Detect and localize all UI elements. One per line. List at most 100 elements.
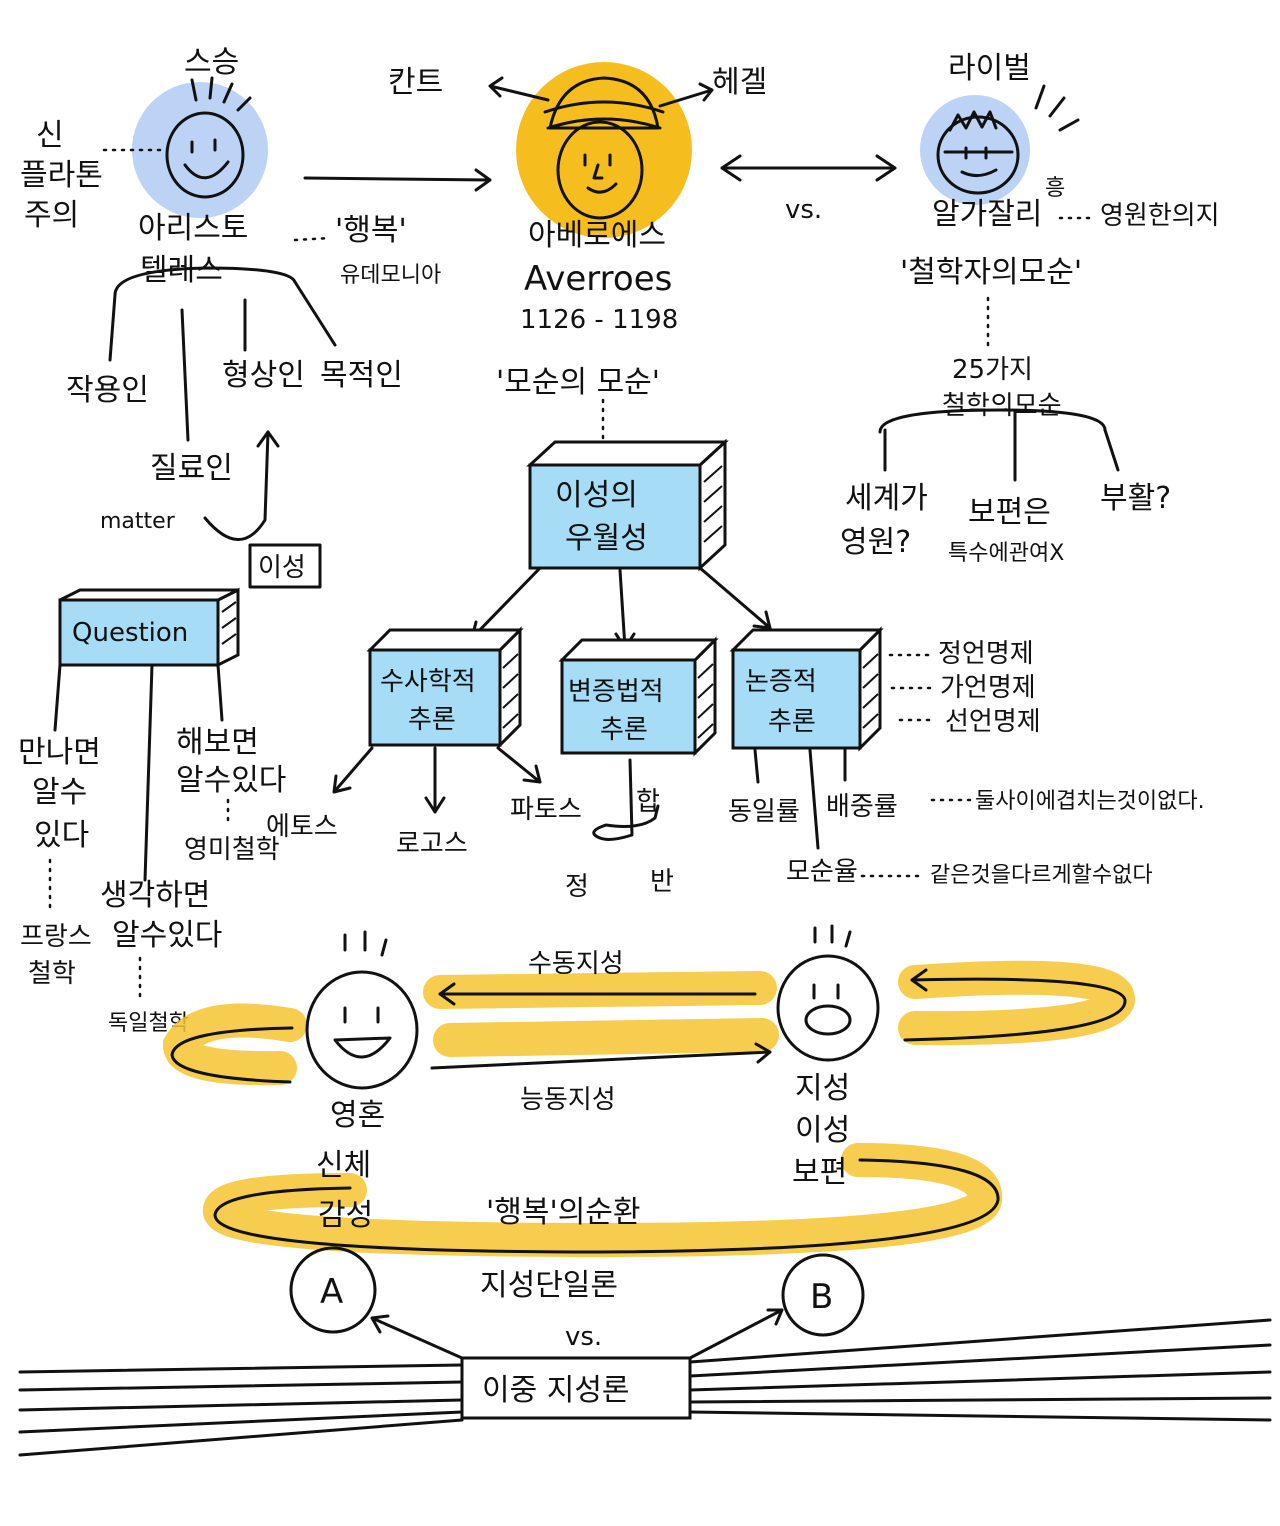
averroes-glow	[516, 62, 692, 238]
question-c-line2: 알수있다	[176, 763, 286, 798]
rival-branch-3-line1: 부활?	[1100, 481, 1171, 516]
dialectic-loop	[592, 758, 660, 841]
rhetorical-reasoning-box: 수사학적 추론	[366, 626, 524, 749]
law-noncontradiction: 모순율	[786, 857, 858, 887]
teacher-concept-connector	[293, 236, 332, 242]
dialectical-thesis: 정	[565, 872, 589, 902]
law-note-1: 둘사이에겹치는것이없다.	[975, 789, 1205, 814]
arrow-to-hegel	[658, 82, 714, 108]
arrow-to-a	[370, 1314, 464, 1360]
right-loop-highlight	[898, 960, 1135, 1046]
question-line-a	[53, 663, 62, 732]
prop-hypothetical: 가언명제	[940, 673, 1036, 703]
teacher-concept-sub: 유데모니아	[340, 263, 441, 288]
vs-double-arrow	[720, 154, 897, 182]
happiness-cycle-line	[213, 1158, 1000, 1254]
dialectical-antithesis: 반	[650, 867, 674, 897]
rival-count-line1: 25가지	[952, 355, 1033, 385]
averroes-name-en: Averroes	[524, 259, 672, 299]
arrow-to-b	[688, 1308, 784, 1360]
intellect-face-icon	[776, 924, 880, 1062]
soul-face-icon	[305, 930, 419, 1090]
rival-brace	[878, 408, 1107, 434]
intellect-loop-arrow	[903, 968, 1127, 1042]
law-identity: 동일률	[728, 797, 800, 827]
influenced-right: 헤겔	[712, 65, 767, 100]
passive-highlight	[423, 971, 777, 1009]
demonstrative-reasoning-box: 논증적 추론	[729, 626, 884, 752]
law-line-2	[808, 748, 820, 850]
monopsychism-label: 지성단일론	[480, 1268, 618, 1303]
averroes-face-icon	[543, 76, 665, 220]
right-word-universal: 보편	[792, 1155, 847, 1190]
dual-intellect-box	[460, 1356, 692, 1420]
left-word-soul: 영혼	[330, 1098, 385, 1133]
rival-branch-1-line1: 세계가	[845, 481, 928, 516]
passive-arrow	[438, 982, 757, 1006]
question-line-c	[216, 663, 224, 722]
law-excluded-middle: 배중률	[826, 792, 898, 822]
label-b-circle	[781, 1253, 865, 1337]
label-a-circle	[289, 1246, 377, 1334]
cause-final: 목적인	[320, 358, 403, 393]
rhetorical-line1: 수사학적	[380, 667, 476, 697]
reason-line2: 우월성	[565, 521, 648, 556]
prop-categorical: 정언명제	[938, 639, 1034, 669]
cause-material: 질료인	[150, 451, 233, 486]
dialectical-synthesis: 합	[636, 787, 660, 817]
rival-work: '철학자의모순'	[900, 255, 1082, 290]
passive-intellect: 수동지성	[528, 949, 624, 979]
teacher-side-god: 신	[36, 118, 64, 153]
cause-line-2	[180, 308, 190, 442]
question-b-line1: 생각하면	[100, 878, 210, 913]
rival-exclaim: 흥	[1045, 176, 1065, 201]
rival-face-icon	[936, 84, 1080, 195]
cause-efficient: 작용인	[66, 373, 149, 408]
teacher-concept: '행복'	[335, 213, 407, 248]
dialectical-line2: 추론	[600, 715, 648, 745]
bottom-rails	[18, 1318, 1272, 1457]
rival-branch-1-line2: 영원?	[840, 525, 911, 560]
rhetorical-logos: 로고스	[396, 829, 468, 859]
rival-name: 알가잘리	[932, 197, 1042, 232]
rival-count-line2: 철학의모순	[942, 391, 1062, 421]
dialectical-reasoning-box: 변증법적 추론	[558, 636, 719, 757]
rival-branch-2-line2: 특수에관여X	[948, 541, 1064, 566]
rival-label: 라이벌	[948, 51, 1031, 86]
cause-formal: 형상인	[222, 358, 305, 393]
arrow-to-rhetorical	[470, 566, 542, 640]
arrow-to-ethos	[332, 746, 374, 794]
demonstrative-line1: 논증적	[745, 667, 817, 697]
averroes-work: '모순의 모순'	[496, 365, 660, 400]
law-note-2: 같은것을다르게할수없다	[930, 863, 1153, 888]
rival-branch-line-3	[1103, 428, 1120, 472]
teacher-side-ism: 주의	[24, 198, 79, 233]
arrow-teacher-to-averroes	[303, 168, 492, 192]
teacher-brace	[113, 266, 297, 297]
matter-label: matter	[100, 509, 176, 534]
question-a-line2: 알수	[32, 775, 87, 810]
active-intellect: 능동지성	[520, 1085, 616, 1115]
averroes-years: 1126 - 1198	[520, 305, 678, 335]
teacher-label: 스승	[184, 45, 239, 80]
rhetorical-line2: 추론	[408, 705, 456, 735]
reason-small-box	[248, 543, 322, 589]
demonstrative-line2: 추론	[768, 707, 816, 737]
reason-small-box-label: 이성	[258, 553, 306, 583]
arrow-to-pathos	[496, 746, 542, 784]
happiness-cycle-label: '행복'의순환	[486, 1195, 641, 1230]
matter-to-form-arrow	[203, 430, 280, 541]
reason-superiority-box: 이성의 우월성	[526, 438, 729, 572]
active-arrow	[430, 1042, 772, 1070]
arrow-to-dialectical	[614, 568, 636, 650]
vs-top: vs.	[785, 195, 822, 225]
bottom-vs: vs.	[565, 1322, 602, 1352]
rhetorical-pathos: 파토스	[510, 795, 582, 825]
question-a-line3: 있다	[34, 818, 89, 853]
active-highlight	[433, 1018, 779, 1057]
rival-attr: 영원한의지	[1100, 201, 1220, 231]
teacher-side-plato: 플라톤	[20, 158, 103, 193]
question-c-line1: 해보면	[176, 725, 259, 760]
question-box: Question	[58, 587, 240, 668]
